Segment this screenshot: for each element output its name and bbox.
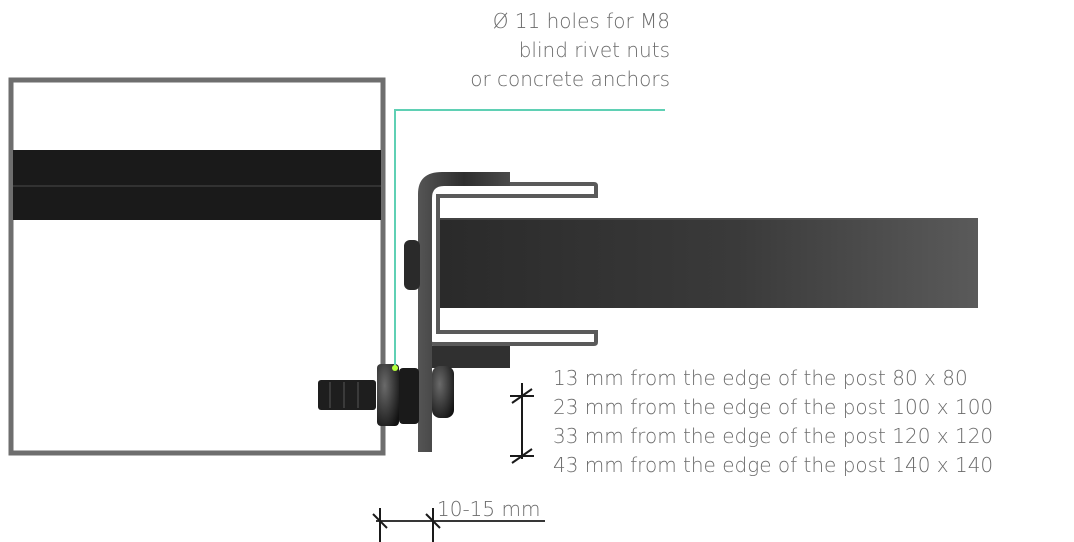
edge-distance-item: 33 mm from the edge of the post 120 x 12… <box>553 424 994 448</box>
gap-dimension <box>372 508 545 542</box>
post-rail <box>13 150 381 220</box>
plate-lower-flange <box>432 346 510 368</box>
nut-icon <box>404 240 420 290</box>
callout-line: Ø 11 holes for M8 <box>492 9 670 33</box>
callout-line: or concrete anchors <box>470 67 670 91</box>
plate-vertical <box>418 172 510 452</box>
washer-icon <box>432 366 454 418</box>
edge-distance-item: 43 mm from the edge of the post 140 x 14… <box>553 453 994 477</box>
dimension-arrow-icon <box>511 388 533 404</box>
dimension-arrow-icon <box>425 513 441 529</box>
post <box>8 77 386 456</box>
edge-distance-item: 13 mm from the edge of the post 80 x 80 <box>553 366 968 390</box>
callout-line: blind rivet nuts <box>518 38 670 62</box>
dimension-arrow-icon <box>372 513 388 529</box>
mounting-plate <box>404 172 510 452</box>
beam-bar <box>440 218 978 308</box>
callout-leader-line <box>394 109 665 366</box>
edge-distance-dimension <box>510 383 534 464</box>
bolt-assembly <box>318 364 419 426</box>
dimension-arrow-icon <box>511 448 533 464</box>
edge-distance-list: 13 mm from the edge of the post 80 x 80 … <box>553 364 993 480</box>
bolt-icon <box>318 380 376 410</box>
nut-icon <box>377 364 399 426</box>
edge-distance-item: 23 mm from the edge of the post 100 x 10… <box>553 395 994 419</box>
callout-point <box>392 365 398 371</box>
nut-icon <box>399 368 419 424</box>
gap-label: 10-15 mm <box>437 497 541 521</box>
callout-label: Ø 11 holes for M8 blind rivet nuts or co… <box>470 7 670 94</box>
beam <box>440 218 978 308</box>
